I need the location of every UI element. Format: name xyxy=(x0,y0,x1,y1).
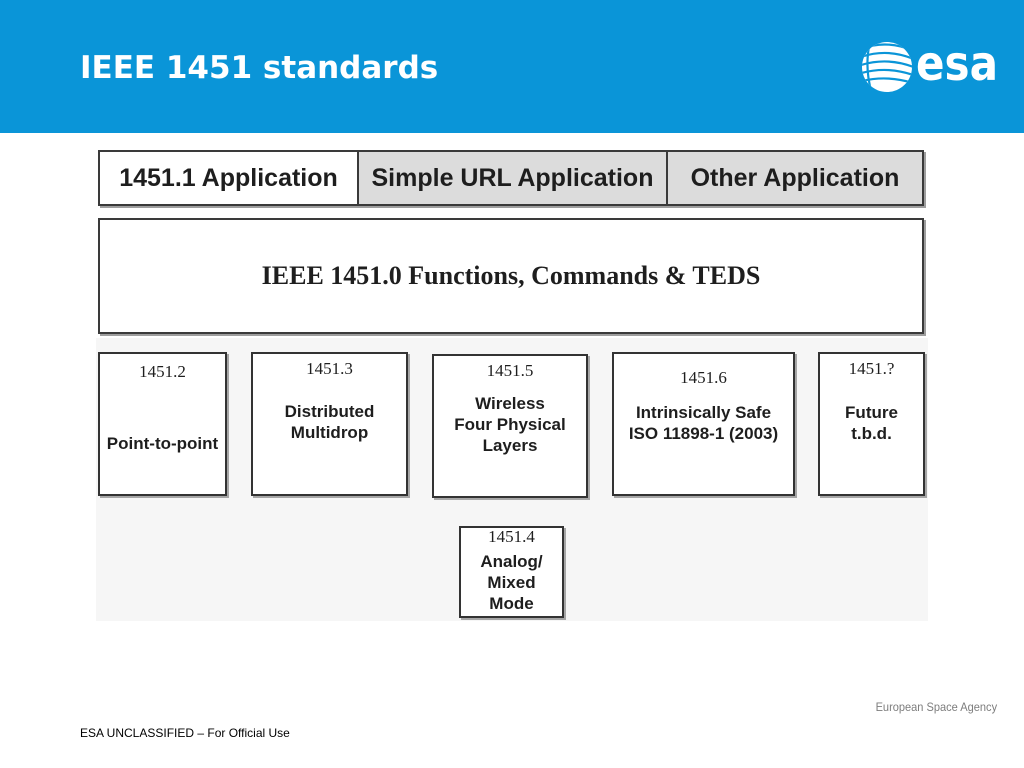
standard-number: 1451.5 xyxy=(486,361,534,380)
application-box-simple-url: Simple URL Application xyxy=(357,152,666,204)
standard-box-1451-future: 1451.? Future t.b.d. xyxy=(818,352,925,496)
standard-box-1451-3: 1451.3 Distributed Multidrop xyxy=(251,352,408,496)
esa-logo: esa xyxy=(862,36,998,92)
standard-label: Point-to-point xyxy=(100,433,225,454)
standard-label-line: Wireless xyxy=(475,394,545,413)
standard-label: Future t.b.d. xyxy=(820,402,923,444)
standard-number: 1451.2 xyxy=(139,362,186,381)
standard-label-line: Future xyxy=(845,403,898,422)
esa-globe-icon xyxy=(862,42,912,92)
standard-label-line: Mixed xyxy=(487,573,536,592)
classification-label: ESA UNCLASSIFIED – For Official Use xyxy=(80,726,290,740)
standard-label-line: Layers xyxy=(482,436,538,455)
standard-number: 1451.3 xyxy=(306,359,353,378)
standard-number: 1451.? xyxy=(848,359,895,378)
application-box-other: Other Application xyxy=(666,152,922,204)
standard-number: 1451.4 xyxy=(488,527,535,546)
standard-box-1451-4: 1451.4 Analog/ Mixed Mode xyxy=(459,526,564,618)
standard-label-line: Distributed xyxy=(284,402,375,421)
esa-logo-text: esa xyxy=(916,36,998,92)
standard-label: Wireless Four Physical Layers xyxy=(434,393,586,456)
application-layer: 1451.1 Application Simple URL Applicatio… xyxy=(98,150,924,206)
standard-label-line: Four Physical xyxy=(454,415,566,434)
standard-label-line: Intrinsically Safe xyxy=(635,403,772,422)
core-functions-box: IEEE 1451.0 Functions, Commands & TEDS xyxy=(98,218,924,334)
application-box-1451-1: 1451.1 Application xyxy=(100,152,357,204)
standard-label-line: ISO 11898-1 (2003) xyxy=(628,424,779,443)
standard-label-line: Point-to-point xyxy=(106,434,219,453)
standard-box-1451-6: 1451.6 Intrinsically Safe ISO 11898-1 (2… xyxy=(612,352,795,496)
standard-number: 1451.6 xyxy=(680,368,727,387)
standard-box-1451-5: 1451.5 Wireless Four Physical Layers xyxy=(432,354,588,498)
standard-label: Analog/ Mixed Mode xyxy=(461,551,562,614)
standard-label-line: t.b.d. xyxy=(851,424,892,443)
agency-name: European Space Agency xyxy=(875,700,997,714)
standard-label: Distributed Multidrop xyxy=(253,401,406,443)
standard-label-line: Analog/ xyxy=(480,552,543,571)
standard-label-line: Mode xyxy=(489,594,534,613)
standard-label-line: Multidrop xyxy=(290,423,369,442)
standard-box-1451-2: 1451.2 Point-to-point xyxy=(98,352,227,496)
standard-label: Intrinsically Safe ISO 11898-1 (2003) xyxy=(614,402,793,444)
slide-title: IEEE 1451 standards xyxy=(80,50,439,86)
slide-header: IEEE 1451 standards esa xyxy=(0,0,1024,133)
